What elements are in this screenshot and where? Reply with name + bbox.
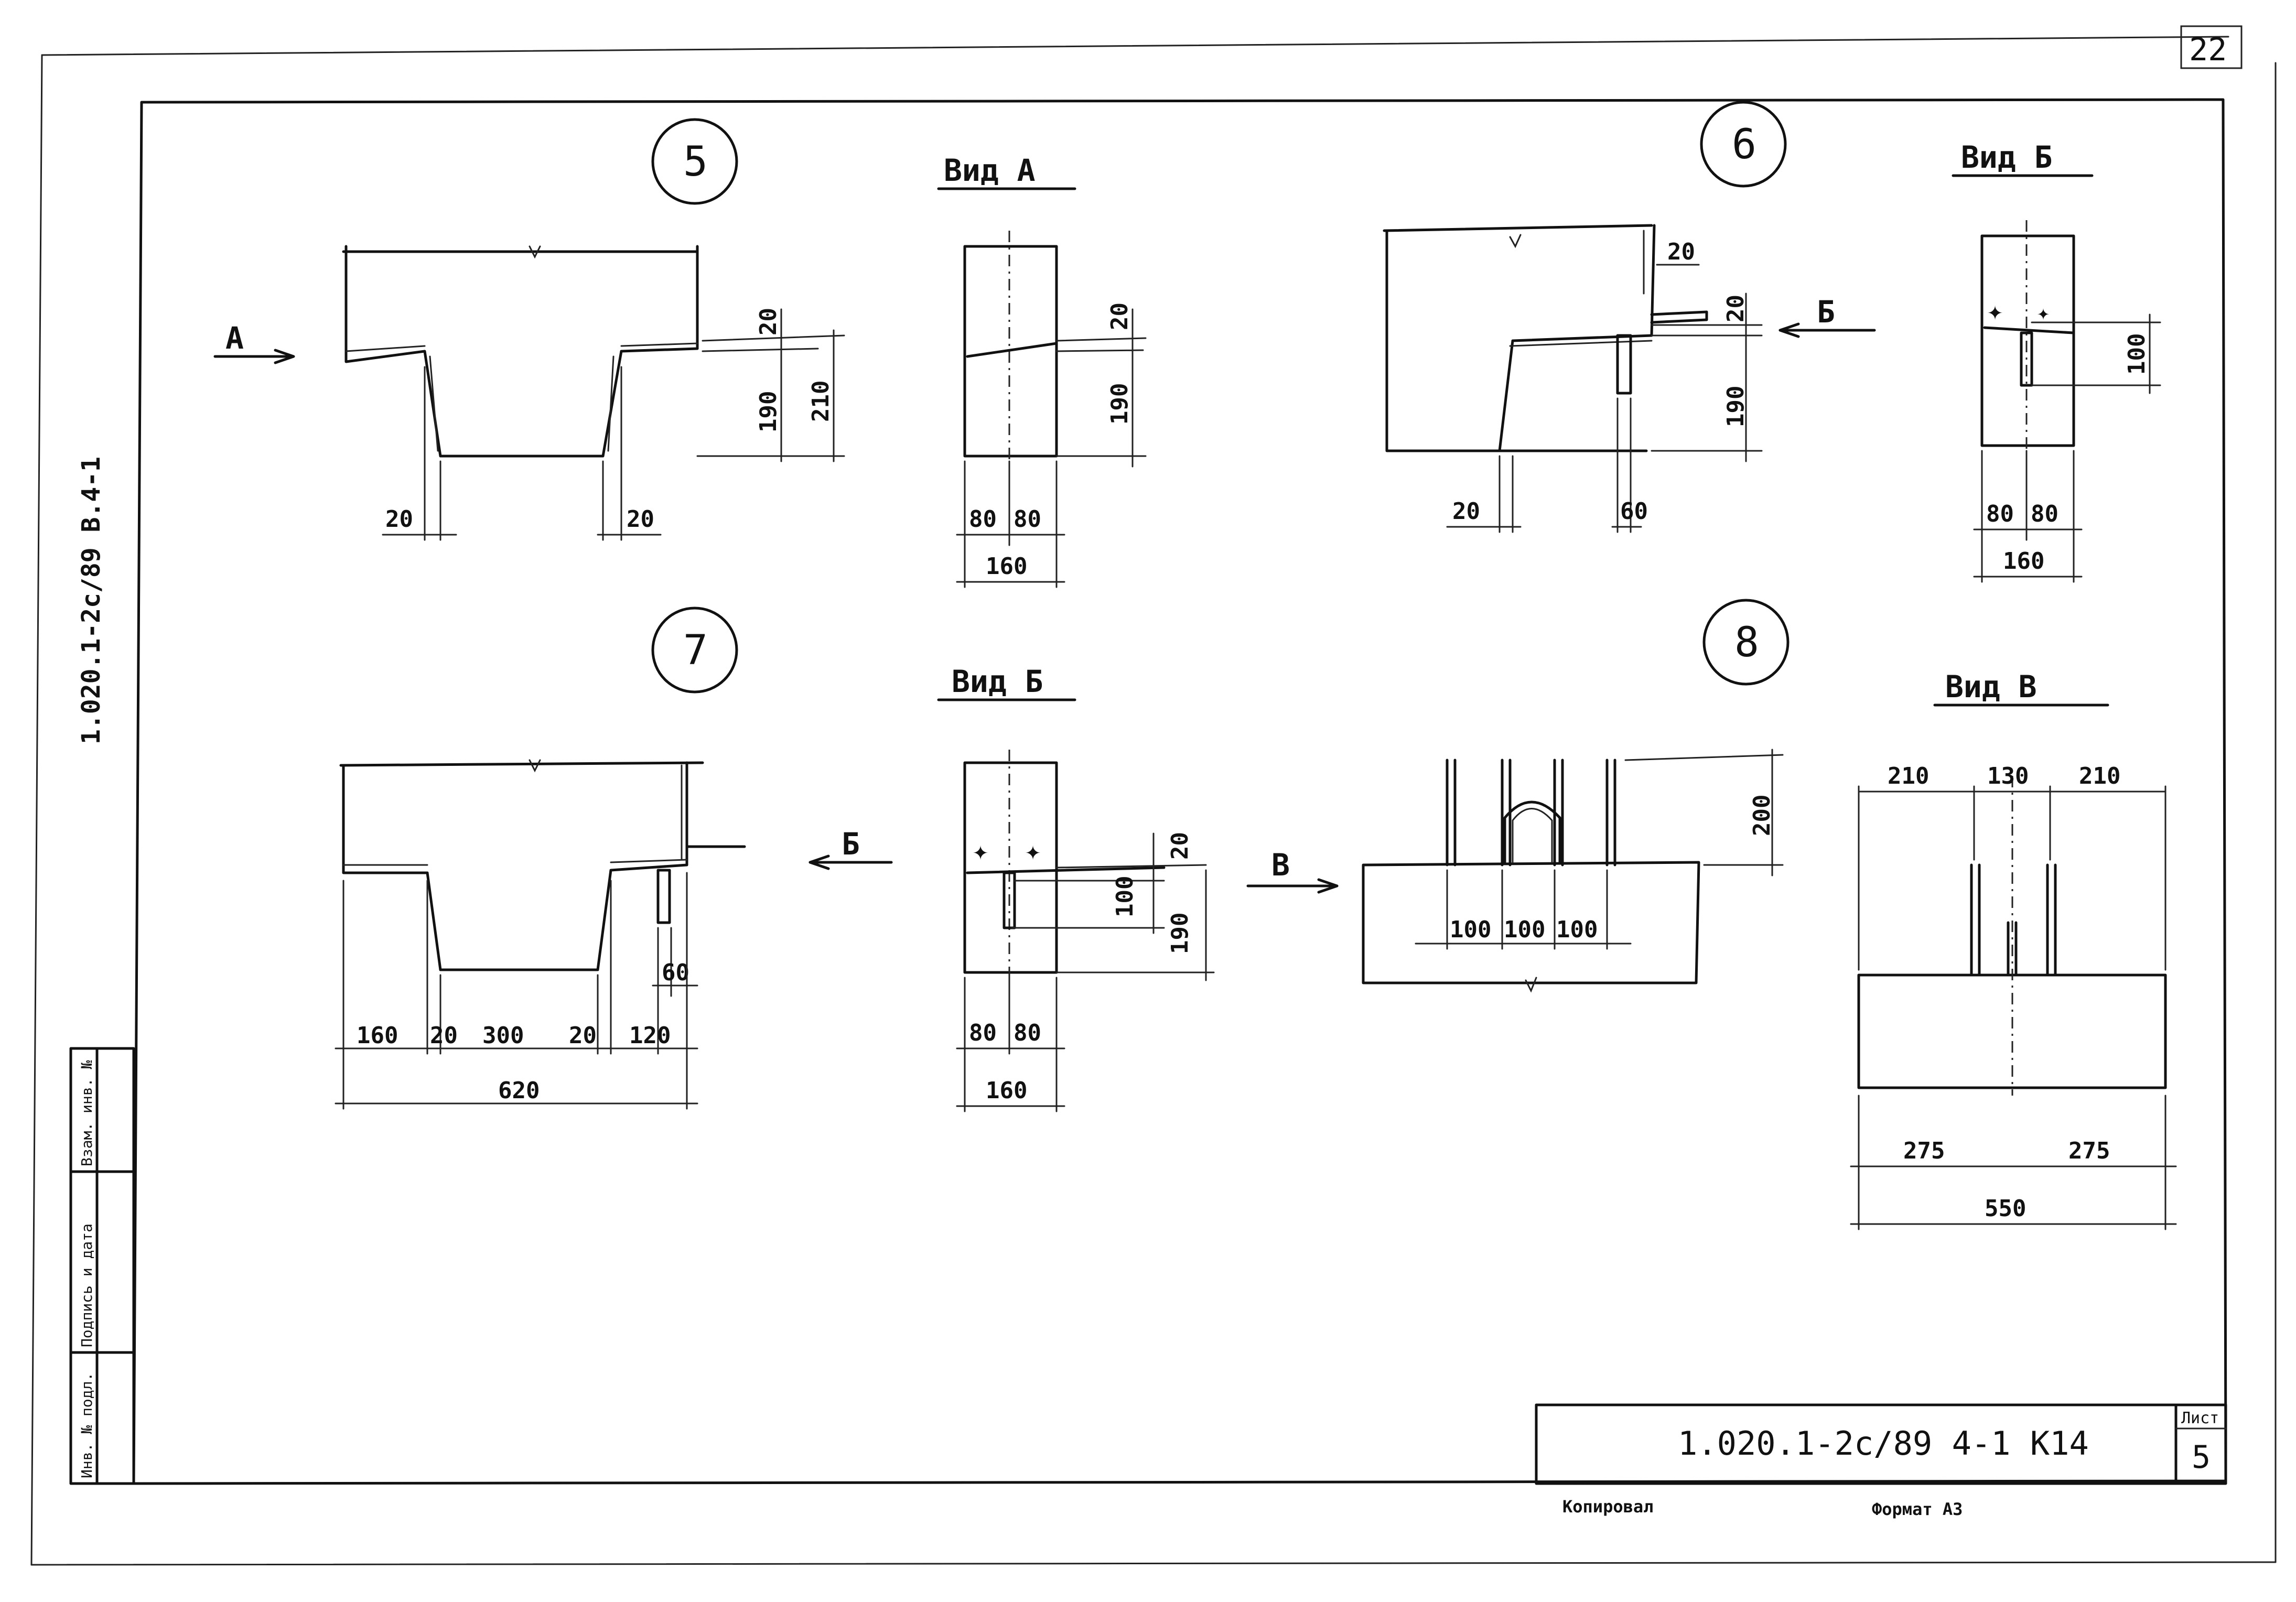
stamp-inv-number: Инв. № подл. — [78, 1372, 95, 1478]
dimension-label: 130 — [1987, 763, 2029, 789]
view-title: Вид Б — [1961, 139, 2053, 175]
stamp-signature-date: Подпись и дата — [78, 1224, 95, 1347]
dimension-label: 300 — [482, 1022, 524, 1049]
dimension-label: 20 — [569, 1022, 597, 1049]
anchor-mark: ✦ — [2037, 301, 2050, 325]
format-label: Формат А3 — [1872, 1499, 1963, 1519]
dimension-label: 190 — [1167, 913, 1193, 954]
corner-number: 22 — [2189, 31, 2227, 68]
dimension-label: 20 — [1667, 239, 1695, 265]
dimension-label: 80 — [969, 1020, 997, 1046]
node-8: 8 200 В 100 100 100 Вид В — [1246, 599, 2177, 1230]
node-7: 7 Б 60 160 20 300 20 120 620 Вид Б — [335, 607, 1215, 1112]
node-5: 5 А 20 190 210 20 20 Вид А — [213, 118, 1147, 588]
document-code: 1.020.1-2с/89 4-1 К14 — [1678, 1424, 2089, 1463]
dimension-label: 80 — [1014, 506, 1041, 533]
view-title: Вид А — [944, 153, 1036, 188]
dimension-label: 100 — [1450, 916, 1491, 943]
dimension-label: 20 — [1167, 832, 1193, 860]
dimension-label: 20 — [1722, 295, 1749, 322]
dimension-label: 60 — [662, 959, 689, 986]
node-7-view: Вид Б ✦ ✦ 20 100 190 80 80 160 — [937, 664, 1215, 1112]
node-5-arrow-label: А — [225, 320, 244, 356]
dimension-label: 20 — [430, 1022, 458, 1049]
node-number: 6 — [1732, 121, 1756, 168]
node-6: 6 Б 20 20 190 20 60 Вид Б — [1383, 101, 2161, 583]
dimension-label: 190 — [1722, 386, 1749, 427]
dimension-label: 100 — [2123, 333, 2150, 375]
sheet-frame — [30, 36, 2277, 1566]
dimension-label: 20 — [627, 506, 654, 533]
dimension-label: 190 — [755, 391, 782, 432]
dimension-label: 620 — [498, 1077, 540, 1104]
dimension-label: 100 — [1504, 916, 1545, 943]
dimension-label: 190 — [1106, 383, 1133, 425]
node-6-view: Вид Б ✦ ✦ 100 80 80 160 — [1952, 139, 2161, 583]
sheet-label: Лист — [2181, 1409, 2219, 1427]
view-title: Вид Б — [952, 664, 1043, 699]
dimension-label: 20 — [1106, 302, 1133, 330]
node-8-arrow-label: В — [1271, 847, 1290, 883]
side-document-code: 1.020.1-2с/89 В.4-1 — [77, 457, 106, 744]
node-8-section: 200 В 100 100 100 — [1246, 749, 1784, 993]
dimension-label: 275 — [1903, 1138, 1945, 1164]
dimension-label: 550 — [1985, 1195, 2026, 1222]
dimension-label: 210 — [807, 381, 834, 422]
node-6-section: Б 20 20 190 20 60 — [1383, 224, 1876, 533]
dimension-label: 160 — [986, 1077, 1027, 1104]
sheet-number: 5 — [2192, 1439, 2211, 1476]
dimension-label: 100 — [1556, 916, 1598, 943]
dimension-label: 60 — [1620, 498, 1648, 525]
node-number: 7 — [683, 627, 708, 674]
node-8-view: Вид В 210 130 210 275 275 550 — [1850, 669, 2177, 1230]
node-5-view: Вид А 20 190 80 80 160 — [937, 153, 1147, 588]
node-7-arrow-label: Б — [842, 826, 860, 862]
node-7-section: Б 60 160 20 300 20 120 620 — [335, 759, 893, 1110]
view-title: Вид В — [1945, 669, 2037, 705]
anchor-mark: ✦ — [1987, 296, 2003, 326]
dimension-label: 160 — [357, 1022, 398, 1049]
node-number: 5 — [683, 138, 708, 186]
left-stamp: Инв. № подл. Подпись и дата Взам. инв. № — [69, 1047, 135, 1485]
dimension-label: 80 — [1986, 501, 2014, 527]
dimension-label: 80 — [969, 506, 997, 533]
dimension-label: 275 — [2068, 1138, 2110, 1164]
anchor-mark: ✦ — [973, 836, 988, 866]
node-5-section: А 20 190 210 20 20 — [213, 245, 845, 541]
dimension-label: 20 — [385, 506, 413, 533]
title-block: Лист 5 1.020.1-2с/89 4-1 К14 — [1535, 1403, 2227, 1485]
node-number: 8 — [1734, 619, 1759, 666]
dimension-label: 20 — [755, 308, 782, 335]
dimension-label: 160 — [2003, 548, 2044, 575]
dimension-label: 210 — [1888, 763, 1929, 789]
corner-number-box: 22 — [2180, 25, 2243, 69]
dimension-label: 20 — [1452, 498, 1480, 525]
stamp-replacement-inv: Взам. инв. № — [78, 1060, 95, 1166]
dimension-label: 100 — [1112, 876, 1138, 917]
node-6-arrow-label: Б — [1817, 294, 1835, 330]
dimension-label: 210 — [2079, 763, 2120, 789]
dimension-label: 160 — [986, 553, 1027, 580]
dimension-label: 80 — [2031, 501, 2058, 527]
dimension-label: 120 — [629, 1022, 671, 1049]
anchor-mark: ✦ — [1025, 836, 1041, 866]
dimension-label: 200 — [1749, 795, 1775, 836]
dimension-label: 80 — [1014, 1020, 1041, 1046]
copied-by-label: Копировал — [1562, 1497, 1653, 1517]
